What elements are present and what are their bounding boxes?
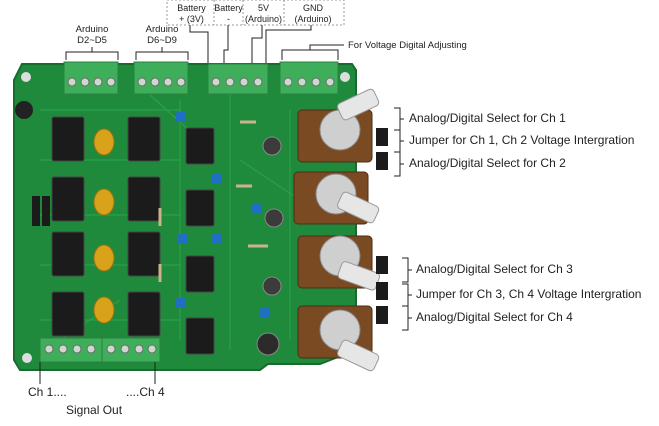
battery-minus-line2: - [227,13,230,24]
signal-out-label: Signal Out [66,403,123,417]
blue-capacitors [176,112,270,318]
ic-chips [51,116,215,355]
arduino-d6-d9-label: Arduino D6~D9 [132,24,192,46]
five-volt-line1: 5V [257,3,269,13]
voltage-adjust-label: For Voltage Digital Adjusting [348,40,467,51]
ch1-select-label: Analog/Digital Select for Ch 1 [409,111,566,125]
battery-plus-line1: Battery [177,3,206,13]
bottom-bracket [39,362,156,384]
electrolytic-capacitors [15,101,284,356]
left-pin-header [32,196,50,226]
ch2-select-label: Analog/Digital Select for Ch 2 [409,156,566,170]
right-brackets [394,107,412,331]
ch1-label: Ch 1.... [28,385,67,399]
potentiometers [293,88,381,372]
five-volt-line2: (Arduino) [244,13,282,24]
ch3-select-label: Analog/Digital Select for Ch 3 [416,262,573,276]
gnd-label: GND (Arduino) [284,3,342,24]
arduino-d6-d9-line2: D6~D9 [147,35,177,46]
gnd-line2: (Arduino) [294,13,332,24]
arduino-d2-d5-line1: Arduino [75,24,109,35]
arduino-d2-d5-line2: D2~D5 [77,35,107,46]
top-terminal-blocks [63,61,339,95]
yellow-capacitors [93,128,115,324]
jumper-headers [376,128,388,324]
top-leader-lines [65,25,344,64]
ch4-label: ....Ch 4 [126,385,165,399]
gnd-line1: GND [303,3,323,13]
arduino-d6-d9-line1: Arduino [145,24,179,35]
ch34-jumper-label: Jumper for Ch 3, Ch 4 Voltage Intergrati… [416,287,642,301]
ch4-select-label: Analog/Digital Select for Ch 4 [416,310,573,324]
battery-plus-line2: + (3V) [179,13,204,24]
arduino-d2-d5-label: Arduino D2~D5 [62,24,122,46]
ch12-jumper-label: Jumper for Ch 1, Ch 2 Voltage Intergrati… [409,133,635,147]
battery-plus-label: Battery + (3V) [170,3,213,24]
battery-minus-label: Battery - [214,3,243,24]
top-labels-box [166,0,345,26]
bottom-terminal-blocks [39,337,161,363]
five-volt-label: 5V (Arduino) [243,3,284,24]
battery-minus-line1: Battery [214,3,243,13]
